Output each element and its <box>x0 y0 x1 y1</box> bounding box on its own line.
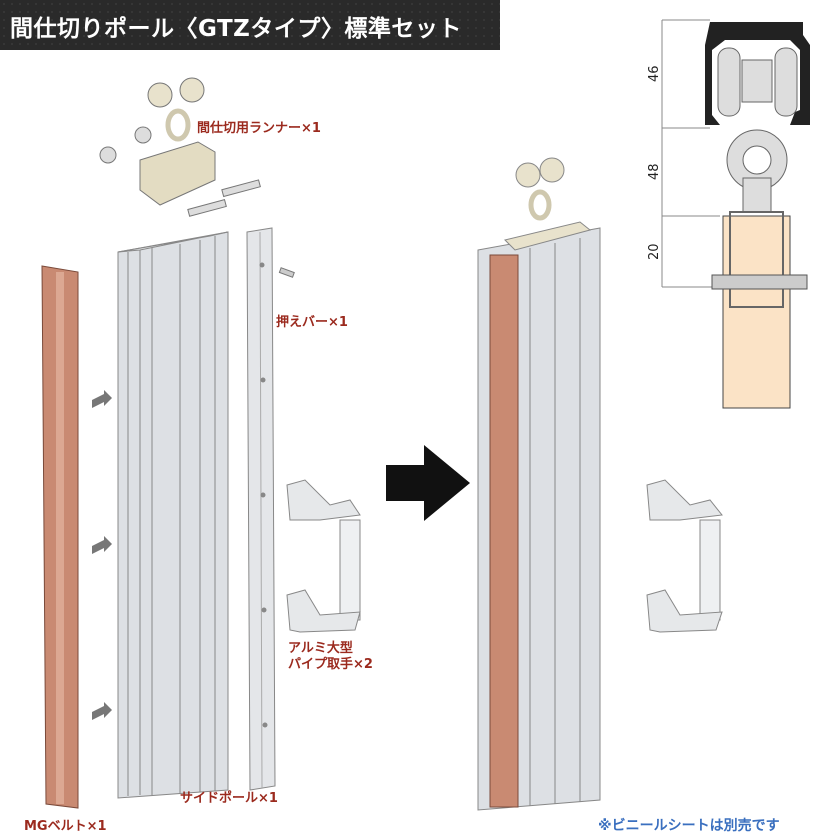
label-runner: 間仕切用ランナー×1 <box>197 120 321 136</box>
title-bar: 間仕切りポール〈GTZタイプ〉標準セット <box>0 0 500 50</box>
screw-icon <box>278 267 295 278</box>
dimension-48: 48 <box>647 163 662 180</box>
pipe-handle-left <box>286 479 361 633</box>
label-handle-line2: パイプ取手×2 <box>288 656 373 672</box>
side-pole <box>117 231 229 799</box>
label-mg-belt: MGベルト×1 <box>24 819 107 834</box>
press-bar <box>246 227 276 791</box>
label-press-bar: 押えバー×1 <box>276 314 348 330</box>
pipe-handle-right <box>646 479 723 633</box>
label-handle-line1: アルミ大型 <box>288 640 353 656</box>
insert-arrows <box>92 390 112 720</box>
page-title: 間仕切りポール〈GTZタイプ〉標準セット <box>10 16 462 42</box>
dimension-46: 46 <box>647 65 662 82</box>
label-side-pole: サイドポール×1 <box>180 790 278 806</box>
big-arrow-icon <box>386 445 470 521</box>
note-sold-separately: ※ビニールシートは別売です <box>598 817 780 834</box>
assembled-pole <box>477 157 601 811</box>
dimension-20: 20 <box>647 243 662 260</box>
runner <box>99 77 261 217</box>
mg-belt <box>41 265 79 809</box>
cross-section <box>661 19 810 409</box>
